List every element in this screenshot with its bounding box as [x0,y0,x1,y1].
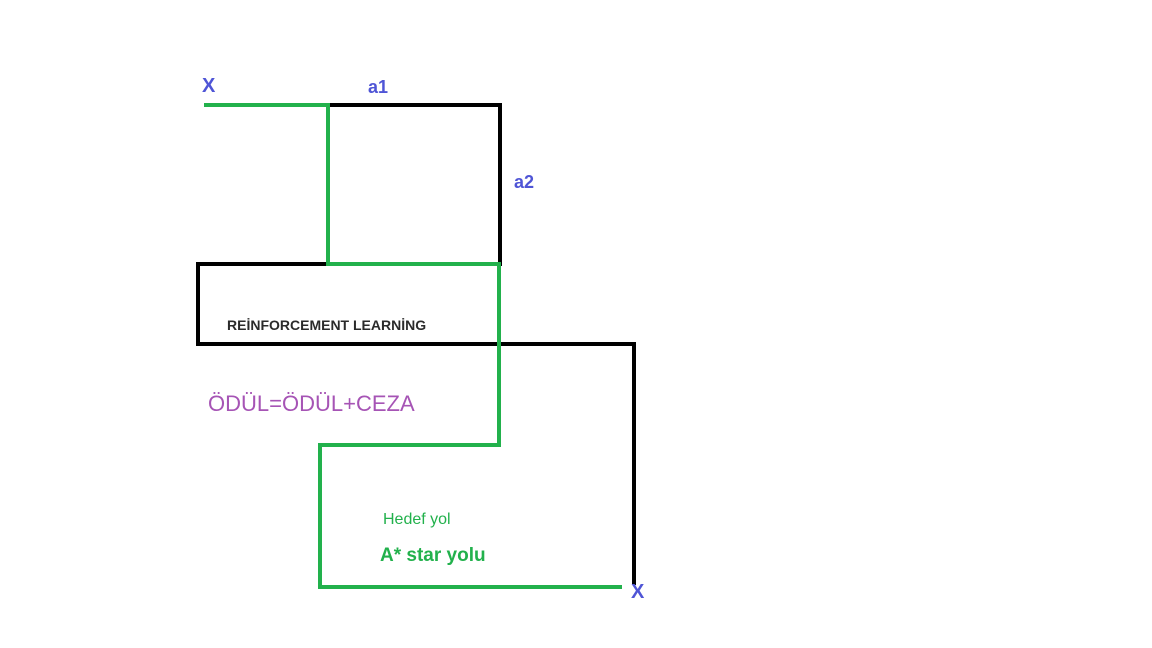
a2-label: a2 [514,172,535,192]
reward-formula: ÖDÜL=ÖDÜL+CEZA [208,391,415,416]
astar-path-label: A* star yolu [380,545,486,566]
reinforcement-learning-path [196,103,636,585]
reinforcement-learning-label: REİNFORCEMENT LEARNİNG [227,317,427,333]
target-path [204,103,622,589]
goal-path-label: Hedef yol [383,511,451,528]
end-point-label: X [631,581,645,603]
start-point-label: X [202,75,216,97]
a1-label: a1 [368,77,389,97]
